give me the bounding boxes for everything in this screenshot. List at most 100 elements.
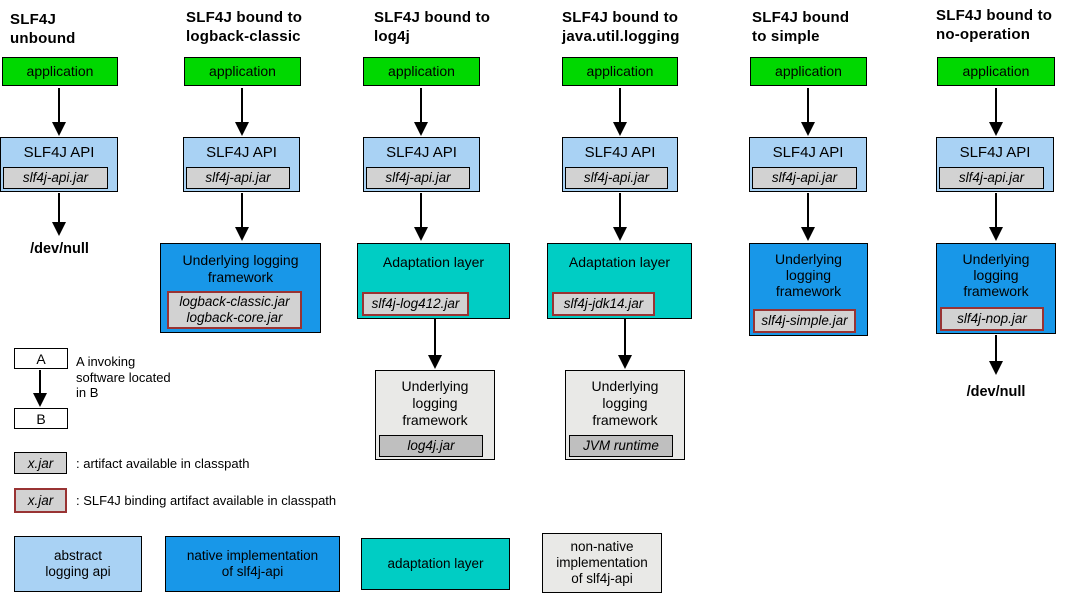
underlying-framework-label: Underlying logging framework: [591, 378, 659, 428]
application-label: application: [209, 63, 276, 79]
column-title-jul: SLF4J bound to java.util.logging: [562, 9, 680, 45]
column-title-logback: SLF4J bound to logback-classic: [186, 9, 303, 45]
underlying-framework-label: Underlying logging framework: [962, 251, 1030, 299]
arrow-head: [235, 122, 249, 136]
application-box: application: [363, 57, 480, 86]
arrow-head: [801, 122, 815, 136]
arrow-shaft: [807, 88, 809, 122]
legend-box-b: B: [14, 408, 68, 429]
arrow-head: [989, 227, 1003, 241]
down-arrow: [428, 319, 442, 369]
application-box: application: [750, 57, 867, 86]
down-arrow: [414, 88, 428, 136]
down-arrow: [235, 193, 249, 241]
arrow-shaft: [241, 88, 243, 122]
legend-adaptation-box: adaptation layer: [361, 538, 510, 590]
arrow-head: [414, 227, 428, 241]
application-box: application: [184, 57, 301, 86]
column-title-simple: SLF4J bound to simple: [752, 9, 850, 45]
arrow-head: [989, 122, 1003, 136]
slf4j-api-box: SLF4J API slf4j-api.jar: [936, 137, 1054, 192]
column-title-nop: SLF4J bound to no-operation: [936, 7, 1053, 43]
down-arrow: [613, 88, 627, 136]
down-arrow: [989, 88, 1003, 136]
underlying-framework-label: Underlying logging framework: [401, 378, 469, 428]
arrow-shaft: [995, 335, 997, 361]
legend-artifact-caption: : artifact available in classpath: [76, 456, 250, 471]
arrow-head: [414, 122, 428, 136]
binding-jar: slf4j-nop.jar: [940, 307, 1044, 331]
down-arrow: [52, 193, 66, 236]
arrow-head: [235, 227, 249, 241]
arrow-head: [613, 227, 627, 241]
arrow-shaft: [434, 319, 436, 355]
arrow-head: [989, 361, 1003, 375]
legend-binding-caption: : SLF4J binding artifact available in cl…: [76, 493, 337, 508]
down-arrow: [52, 88, 66, 136]
legend-box-a: A: [14, 348, 68, 369]
slf4j-api-jar: slf4j-api.jar: [939, 167, 1044, 189]
slf4j-api-box: SLF4J API slf4j-api.jar: [363, 137, 480, 192]
down-arrow: [235, 88, 249, 136]
underlying-framework-box: Underlying logging framework slf4j-simpl…: [749, 243, 868, 336]
legend-b-label: B: [36, 410, 46, 427]
down-arrow: [801, 88, 815, 136]
arrow-shaft: [624, 319, 626, 355]
arrow-shaft: [420, 193, 422, 227]
arrow-head: [428, 355, 442, 369]
down-arrow: [613, 193, 627, 241]
slf4j-api-jar: slf4j-api.jar: [186, 167, 290, 189]
application-label: application: [775, 63, 842, 79]
arrow-head: [52, 122, 66, 136]
arrow-shaft: [807, 193, 809, 227]
binding-jar: slf4j-simple.jar: [753, 309, 856, 333]
application-box: application: [562, 57, 678, 86]
slf4j-api-label: SLF4J API: [772, 144, 844, 161]
arrow-head: [613, 122, 627, 136]
arrow-shaft: [995, 88, 997, 122]
down-arrow: [801, 193, 815, 241]
arrow-head: [618, 355, 632, 369]
down-arrow: [989, 335, 1003, 375]
arrow-shaft: [39, 370, 41, 393]
slf4j-api-label: SLF4J API: [386, 144, 457, 161]
slf4j-api-box: SLF4J API slf4j-api.jar: [183, 137, 300, 192]
underlying-framework-box: Underlying logging framework log4j.jar: [375, 370, 495, 460]
legend-artifact-jar: x.jar: [14, 452, 67, 474]
arrow-head: [801, 227, 815, 241]
column-title-log4j: SLF4J bound to log4j: [374, 9, 491, 45]
underlying-framework-box: Underlying logging framework logback-cla…: [160, 243, 321, 333]
legend-abstract-api-box: abstract logging api: [14, 536, 142, 592]
binding-jar: logback-classic.jar logback-core.jar: [167, 291, 302, 329]
adaptation-layer-box: Adaptation layer slf4j-log412.jar: [357, 243, 510, 319]
application-box: application: [937, 57, 1055, 86]
legend-nonnative-impl-box: non-native implementation of slf4j-api: [542, 533, 662, 593]
slf4j-api-box: SLF4J API slf4j-api.jar: [749, 137, 867, 192]
slf4j-api-jar: slf4j-api.jar: [565, 167, 668, 189]
binding-jar: slf4j-jdk14.jar: [552, 292, 655, 316]
legend-invoking-caption: A invoking software located in B: [76, 354, 171, 400]
binding-jar: slf4j-log412.jar: [362, 292, 469, 316]
legend-binding-jar: x.jar: [14, 488, 67, 513]
legend-a-label: A: [36, 350, 46, 367]
slf4j-api-label: SLF4J API: [959, 144, 1031, 161]
arrow-shaft: [619, 88, 621, 122]
underlying-framework-box: Underlying logging framework JVM runtime: [565, 370, 685, 460]
adaptation-layer-label: Adaptation layer: [382, 254, 485, 270]
arrow-shaft: [58, 193, 60, 222]
framework-jar: log4j.jar: [379, 435, 483, 457]
arrow-head: [33, 393, 47, 407]
application-label: application: [962, 63, 1030, 79]
slf4j-api-label: SLF4J API: [206, 144, 277, 161]
down-arrow: [989, 193, 1003, 241]
slf4j-api-label: SLF4J API: [584, 144, 656, 161]
underlying-framework-label: Underlying logging framework: [775, 251, 842, 299]
application-box: application: [2, 57, 118, 86]
slf4j-api-jar: slf4j-api.jar: [752, 167, 857, 189]
down-arrow: [618, 319, 632, 369]
underlying-framework-label: Underlying logging framework: [182, 252, 299, 285]
slf4j-api-jar: slf4j-api.jar: [366, 167, 470, 189]
application-label: application: [388, 63, 455, 79]
application-label: application: [586, 63, 654, 79]
